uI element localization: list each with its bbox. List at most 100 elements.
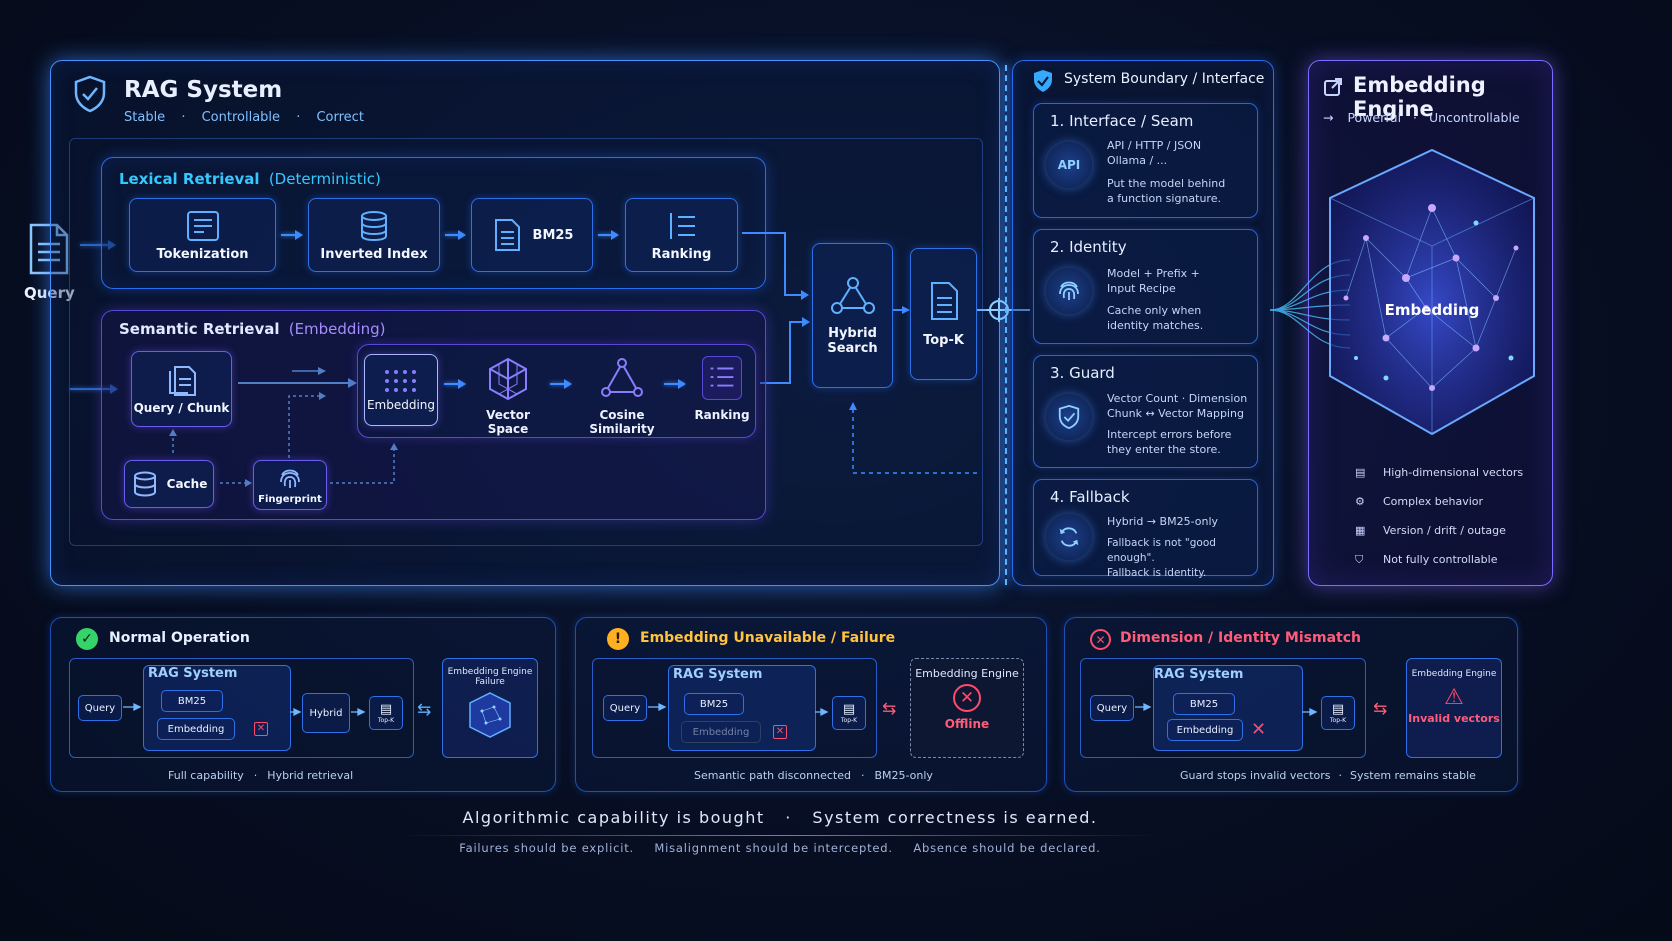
hybrid-search-box[interactable]: Hybrid Search: [812, 243, 893, 388]
scenario-bm25-box[interactable]: BM25: [1173, 693, 1235, 715]
boundary-title: System Boundary / Interface: [1064, 71, 1265, 87]
check-circle-icon: ✓: [76, 628, 98, 650]
footer-main: Algorithmic capability is bought · Syste…: [462, 808, 1098, 827]
boundary-divider: [1005, 65, 1007, 585]
footer-sub: Failures should be explicit. Misalignmen…: [459, 841, 1101, 855]
bm25-step[interactable]: BM25: [471, 198, 593, 272]
trait-item: ⛉Not fully controllable: [1355, 552, 1498, 567]
document-icon: [491, 218, 523, 252]
scenario-query-box[interactable]: Query: [603, 695, 647, 721]
subtitle-stable: Stable: [124, 110, 166, 125]
graph-nodes-icon: [599, 356, 645, 402]
offline-x-icon: ✕: [953, 684, 981, 712]
shield-check-icon: [73, 75, 107, 113]
lexical-title: Lexical Retrieval (Deterministic): [119, 170, 381, 188]
query-to-semantic-arrow: [70, 384, 118, 394]
ranked-list-icon: [663, 209, 701, 243]
ranked-list-icon: [702, 356, 742, 400]
grid-dots-icon: [383, 368, 419, 394]
error-x-icon: ✕: [1251, 719, 1267, 740]
version-doc-icon: ▦: [1355, 524, 1366, 537]
scenario-query-box[interactable]: Query: [1090, 695, 1134, 721]
fallback-card[interactable]: 4. Fallback Hybrid → BM25-only Fallback …: [1033, 479, 1258, 579]
subtitle-controllable: Controllable: [201, 110, 281, 125]
scenario-mismatch-panel: ✕ Dimension / Identity Mismatch RAG Syst…: [1064, 617, 1518, 792]
gear-icon: ⚙: [1355, 495, 1365, 508]
scenario-embedding-box[interactable]: Embedding: [157, 718, 235, 740]
document-icon: [928, 281, 960, 321]
identity-card[interactable]: 2. Identity Model + Prefix +Input Recipe…: [1033, 229, 1258, 344]
scenario-embedding-box[interactable]: Embedding: [1167, 719, 1243, 741]
warning-triangle-icon: ⚠: [1444, 685, 1464, 710]
arrow-lex-1: [281, 230, 303, 240]
database-icon: [355, 209, 393, 243]
cache-box[interactable]: Cache: [124, 460, 214, 508]
topk-box[interactable]: Top-K: [910, 248, 977, 380]
embedding-box[interactable]: Embedding: [364, 354, 438, 426]
scenario-caption: Full capability·Hybrid retrieval: [168, 769, 354, 782]
engine-title: Embedding Engine: [1353, 73, 1486, 121]
scenario-rag-frame: [1080, 658, 1366, 758]
cube-label: Embedding: [1384, 301, 1480, 319]
document-icon: ▤: [379, 702, 393, 717]
arrow-sem-3: [664, 379, 686, 389]
scenario-engine-box[interactable]: Embedding Engine Failure: [442, 658, 538, 758]
cosine-similarity-step[interactable]: Cosine Similarity: [572, 356, 672, 436]
arrow-sem-2: [550, 379, 572, 389]
scenario1-arrows: [123, 702, 366, 717]
scenario-caption: Semantic path disconnected·BM25-only: [694, 769, 933, 782]
tokenization-step[interactable]: Tokenization: [129, 198, 276, 272]
query-node[interactable]: Query: [24, 222, 75, 302]
scenario-topk-box[interactable]: ▤Top-K: [369, 696, 403, 730]
document-icon: ▤: [842, 702, 856, 717]
interface-seam-card[interactable]: 1. Interface / Seam API API / HTTP / JSO…: [1033, 103, 1258, 218]
scenario2-arrows: [648, 702, 829, 717]
semantic-title: Semantic Retrieval (Embedding): [119, 320, 386, 338]
scenario-rag-frame: [69, 658, 414, 758]
scenario-bm25-box[interactable]: BM25: [161, 690, 223, 712]
shield-check-icon: ⛉: [1355, 552, 1364, 566]
ranking-step-lexical[interactable]: Ranking: [625, 198, 738, 272]
shield-check-icon: [1032, 69, 1054, 93]
ranking-step-semantic[interactable]: Ranking: [693, 356, 751, 422]
rag-system-title: RAG System: [124, 77, 283, 103]
scenario-rag-frame: [592, 658, 877, 758]
query-chunk-box[interactable]: Query / Chunk: [131, 351, 232, 427]
form-list-icon: [184, 209, 222, 243]
fingerprint-icon: [277, 466, 303, 492]
query-to-lexical-arrow: [80, 240, 116, 250]
database-icon: [131, 470, 159, 498]
scenario-topk-box[interactable]: ▤Top-K: [1321, 696, 1355, 730]
warning-circle-icon: !: [607, 628, 629, 650]
arrow-lex-2: [445, 230, 466, 240]
error-x-icon: ✕: [254, 722, 268, 736]
fingerprint-box[interactable]: Fingerprint: [253, 460, 327, 510]
scenario-embedding-box[interactable]: Embedding: [681, 721, 761, 743]
scenario-query-box[interactable]: Query: [78, 695, 122, 721]
scenario-bm25-box[interactable]: BM25: [684, 693, 744, 715]
vector-space-step[interactable]: Vector Space: [466, 356, 550, 436]
scenario-hybrid-box[interactable]: Hybrid: [302, 693, 350, 733]
scenario-engine-box[interactable]: Embedding Engine ✕ Offline: [910, 658, 1024, 758]
mini-cube-icon: [468, 691, 512, 739]
arrow-lex-3: [598, 230, 619, 240]
document-icon: ▤: [1331, 702, 1345, 717]
arrow-sem-1: [444, 379, 466, 389]
scenario-topk-box[interactable]: ▤Top-K: [832, 696, 866, 730]
scenario-caption: Guard stops invalid vectors·System remai…: [1180, 769, 1476, 782]
error-circle-icon: ✕: [1090, 629, 1111, 650]
inverted-index-step[interactable]: Inverted Index: [308, 198, 440, 272]
scenario-engine-box[interactable]: Embedding Engine ⚠ Invalid vectors: [1406, 658, 1502, 758]
external-link-icon: [1323, 77, 1343, 97]
rag-system-subtitle: Stable · Controllable · Correct: [124, 110, 364, 125]
rag-inner-frame: [69, 138, 983, 546]
error-x-icon: ✕: [773, 725, 787, 739]
scenario-failure-panel: ! Embedding Unavailable / Failure RAG Sy…: [575, 617, 1047, 792]
embedding-cube: Embedding: [1326, 148, 1538, 438]
trait-item: ▦Version / drift / outage: [1355, 524, 1506, 537]
cube-icon: [486, 356, 530, 402]
document-icon: ▤: [1355, 466, 1366, 479]
bidirectional-arrow-icon: ⇆: [1373, 699, 1388, 719]
